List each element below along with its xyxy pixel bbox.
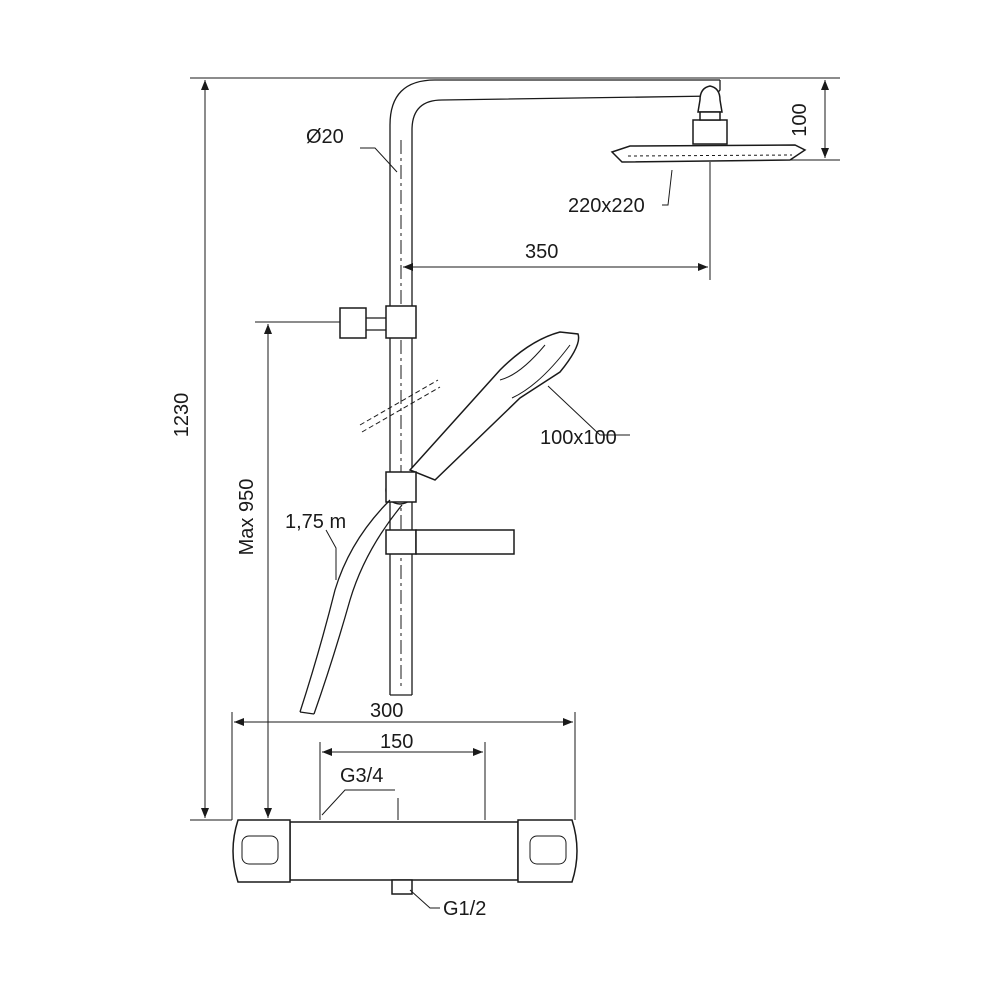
label-hose-length: 1,75 m (285, 511, 346, 533)
riser-pipe (389, 79, 721, 696)
leader-lines (321, 147, 673, 909)
label-total-height: 1230 (171, 393, 193, 438)
hand-shower (359, 331, 580, 505)
label-inlet-thread: G3/4 (340, 765, 383, 787)
label-pipe-diameter: Ø20 (306, 126, 344, 148)
soap-dish (385, 529, 515, 555)
label-hand-shower-size: 100x100 (540, 427, 617, 449)
label-inlet-spacing: 150 (380, 731, 413, 753)
thermostat-mixer (232, 819, 578, 895)
hose (299, 499, 403, 715)
label-arm-reach: 350 (525, 241, 558, 263)
label-head-height: 100 (789, 103, 811, 136)
shower-head (610, 85, 807, 163)
label-max-height: Max 950 (236, 479, 258, 556)
label-head-size: 220x220 (568, 195, 645, 217)
label-outlet-thread: G1/2 (443, 898, 486, 920)
extension-lines (190, 77, 840, 821)
wall-bracket (339, 305, 417, 339)
label-body-width: 300 (370, 700, 403, 722)
dimension-lines (201, 80, 829, 818)
